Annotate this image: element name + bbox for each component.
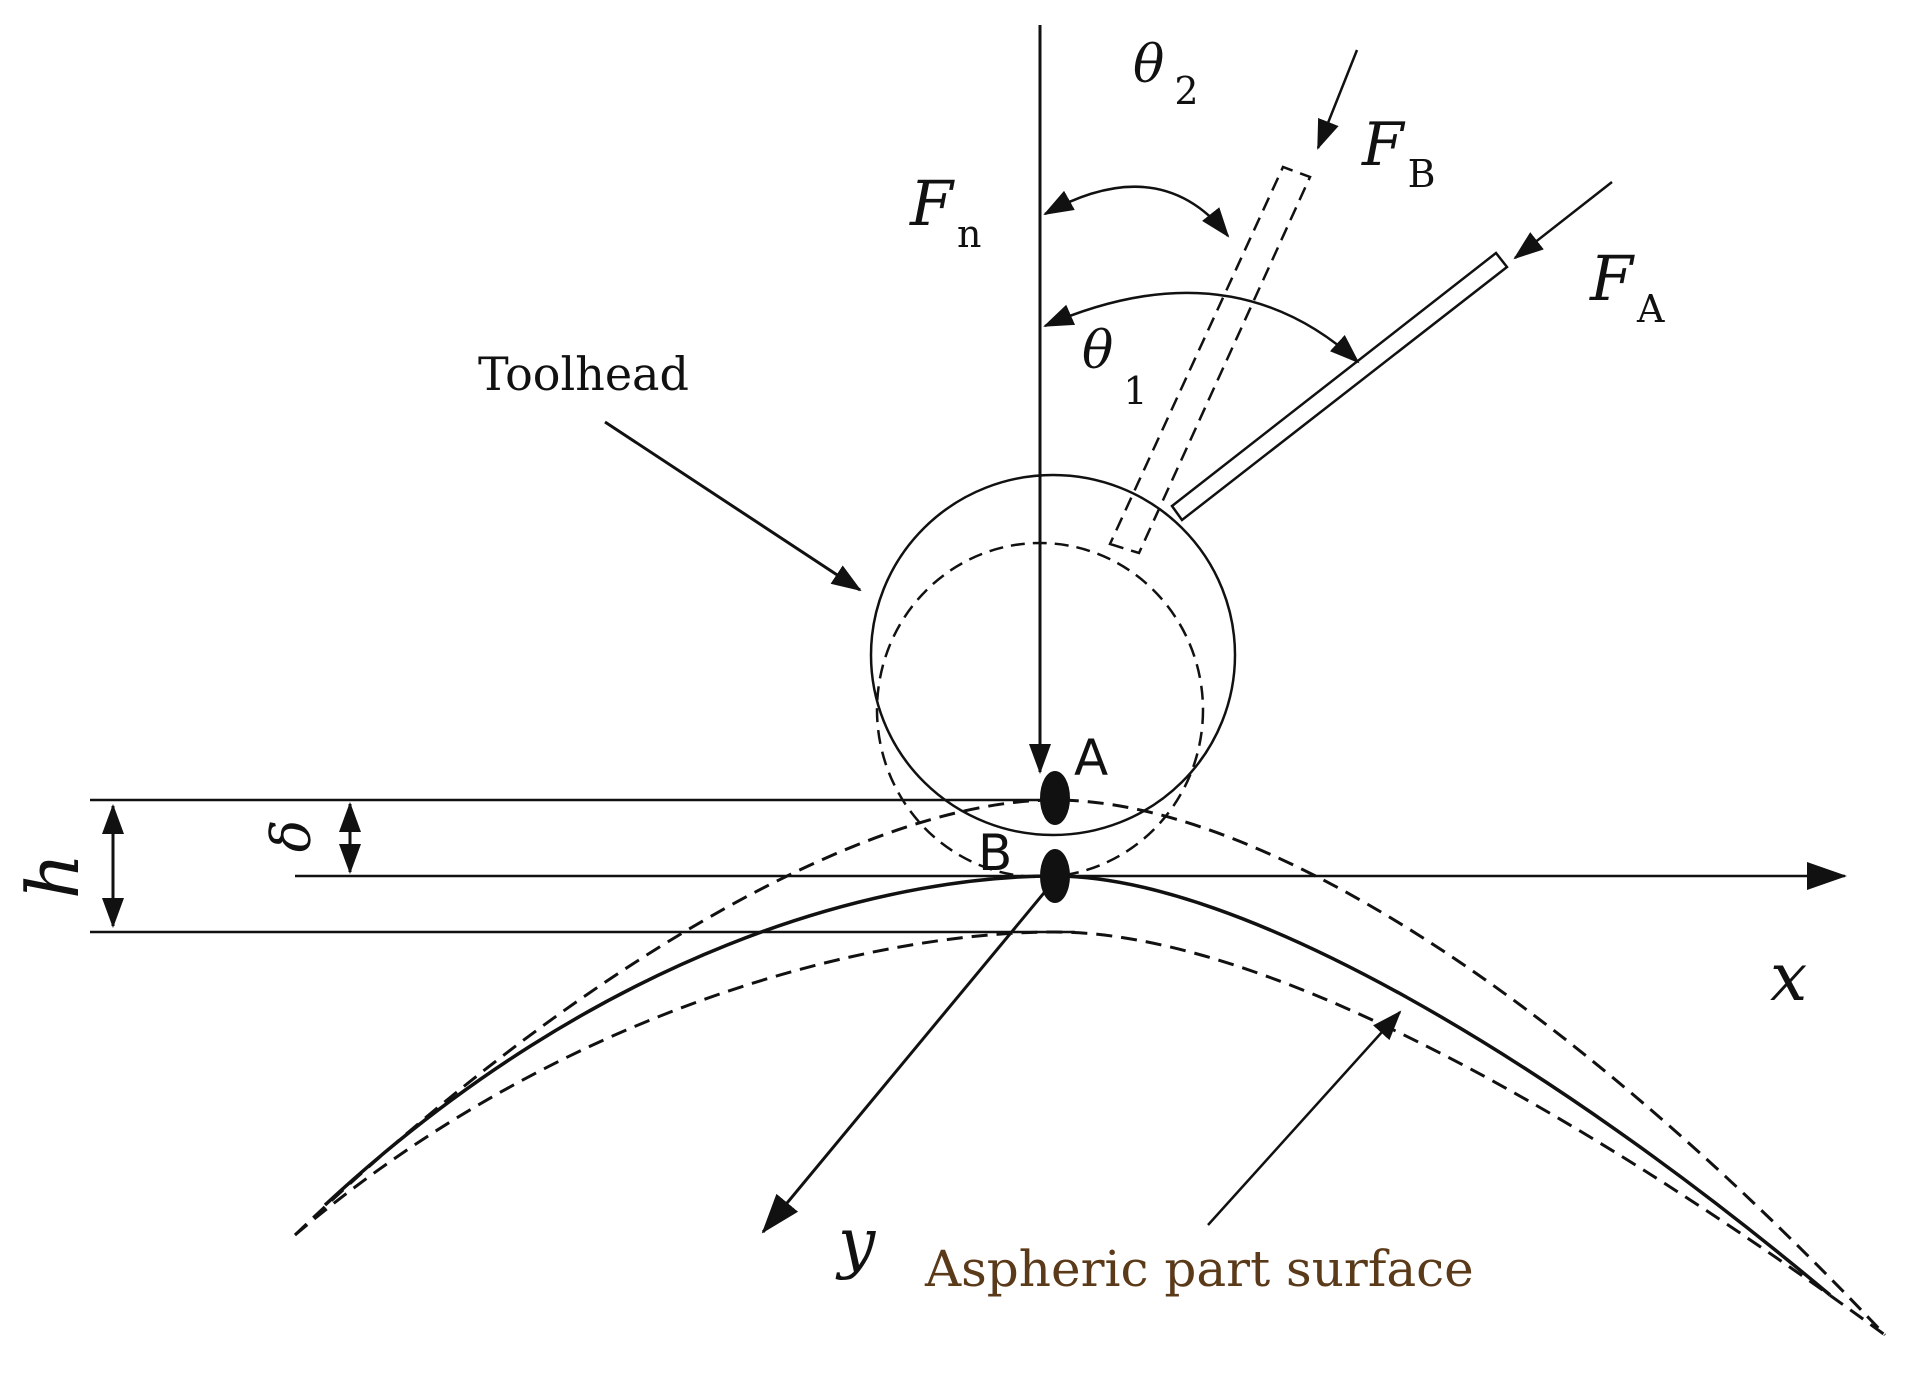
aspheric-surface-solid xyxy=(323,874,1832,1297)
theta1-arc xyxy=(1043,291,1360,364)
toolhead-label: Toolhead xyxy=(478,347,689,401)
y-axis xyxy=(761,875,1060,1234)
h-label: h xyxy=(11,853,95,899)
fb-arrow xyxy=(1316,49,1359,150)
theta1-label: θ1 xyxy=(1082,321,1148,413)
y-axis-label: y xyxy=(835,1204,876,1281)
surface-label: Aspheric part surface xyxy=(924,1240,1474,1298)
point-a-dot xyxy=(1040,771,1070,825)
aspheric-surface-dashed-lower xyxy=(294,930,1886,1337)
point-a-label: A xyxy=(1074,729,1108,787)
aspheric-surface-dashed-upper xyxy=(293,798,1887,1337)
fa-arrow xyxy=(1513,181,1613,260)
rod-b xyxy=(1108,165,1312,555)
x-axis-label: x xyxy=(1770,939,1807,1016)
theta2-arc xyxy=(1043,185,1230,238)
surface-pointer-arrow xyxy=(1207,1010,1402,1226)
point-b-label: B xyxy=(978,824,1012,882)
toolhead-pointer-arrow xyxy=(604,420,862,592)
rod-a xyxy=(1170,251,1509,522)
toolhead-displaced-circle xyxy=(875,541,1205,879)
point-b-dot xyxy=(1040,849,1070,903)
toolhead-circle xyxy=(869,473,1237,837)
delta-label: δ xyxy=(260,820,323,853)
